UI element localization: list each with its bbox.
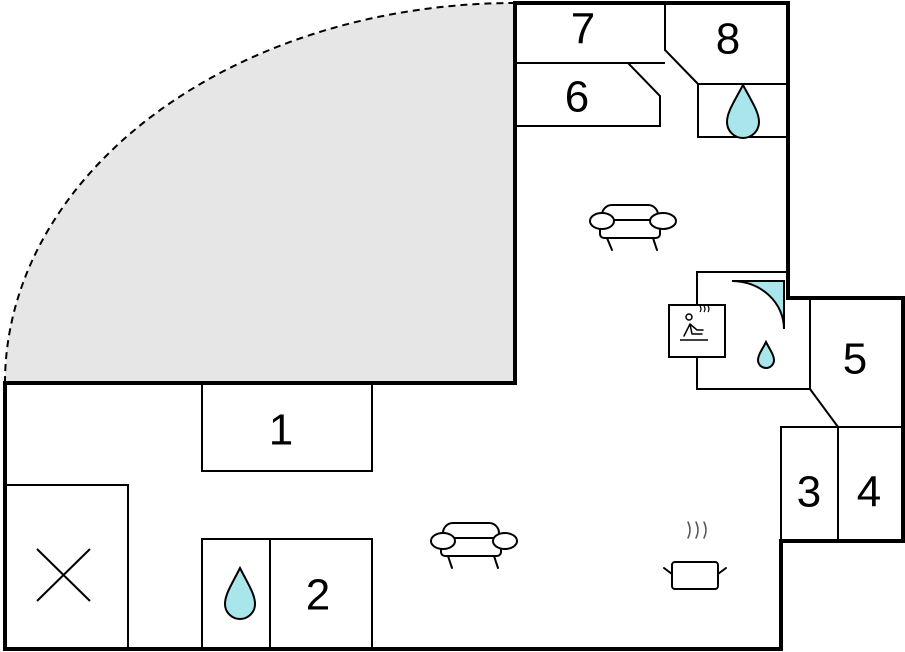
cooking-pot-icon [663,521,727,590]
stairs-cross-icon [36,548,91,602]
sofa-icon [589,204,677,251]
water-drop-icon [223,565,257,620]
terrace-dashed-edge [4,2,516,384]
water-drop-icon [756,339,776,369]
room-label-7: 7 [571,5,595,54]
room-5 [809,298,903,428]
room-label-3: 3 [797,468,821,517]
room-label-6: 6 [565,73,589,122]
room-1 [201,382,373,472]
room-6 [515,62,661,127]
water-drop-icon [725,82,761,139]
room-label-5: 5 [843,335,867,384]
room-label-2: 2 [306,571,330,620]
stairwell [4,484,129,650]
room-label-4: 4 [857,468,881,517]
room-2 [201,538,373,650]
sofa-icon [430,522,518,569]
shower-icon [731,280,785,330]
terrace-area [5,3,515,383]
sauna-icon [668,304,726,358]
room-label-1: 1 [269,406,293,455]
room-label-8: 8 [716,15,740,64]
rooms-3-4 [780,426,839,541]
